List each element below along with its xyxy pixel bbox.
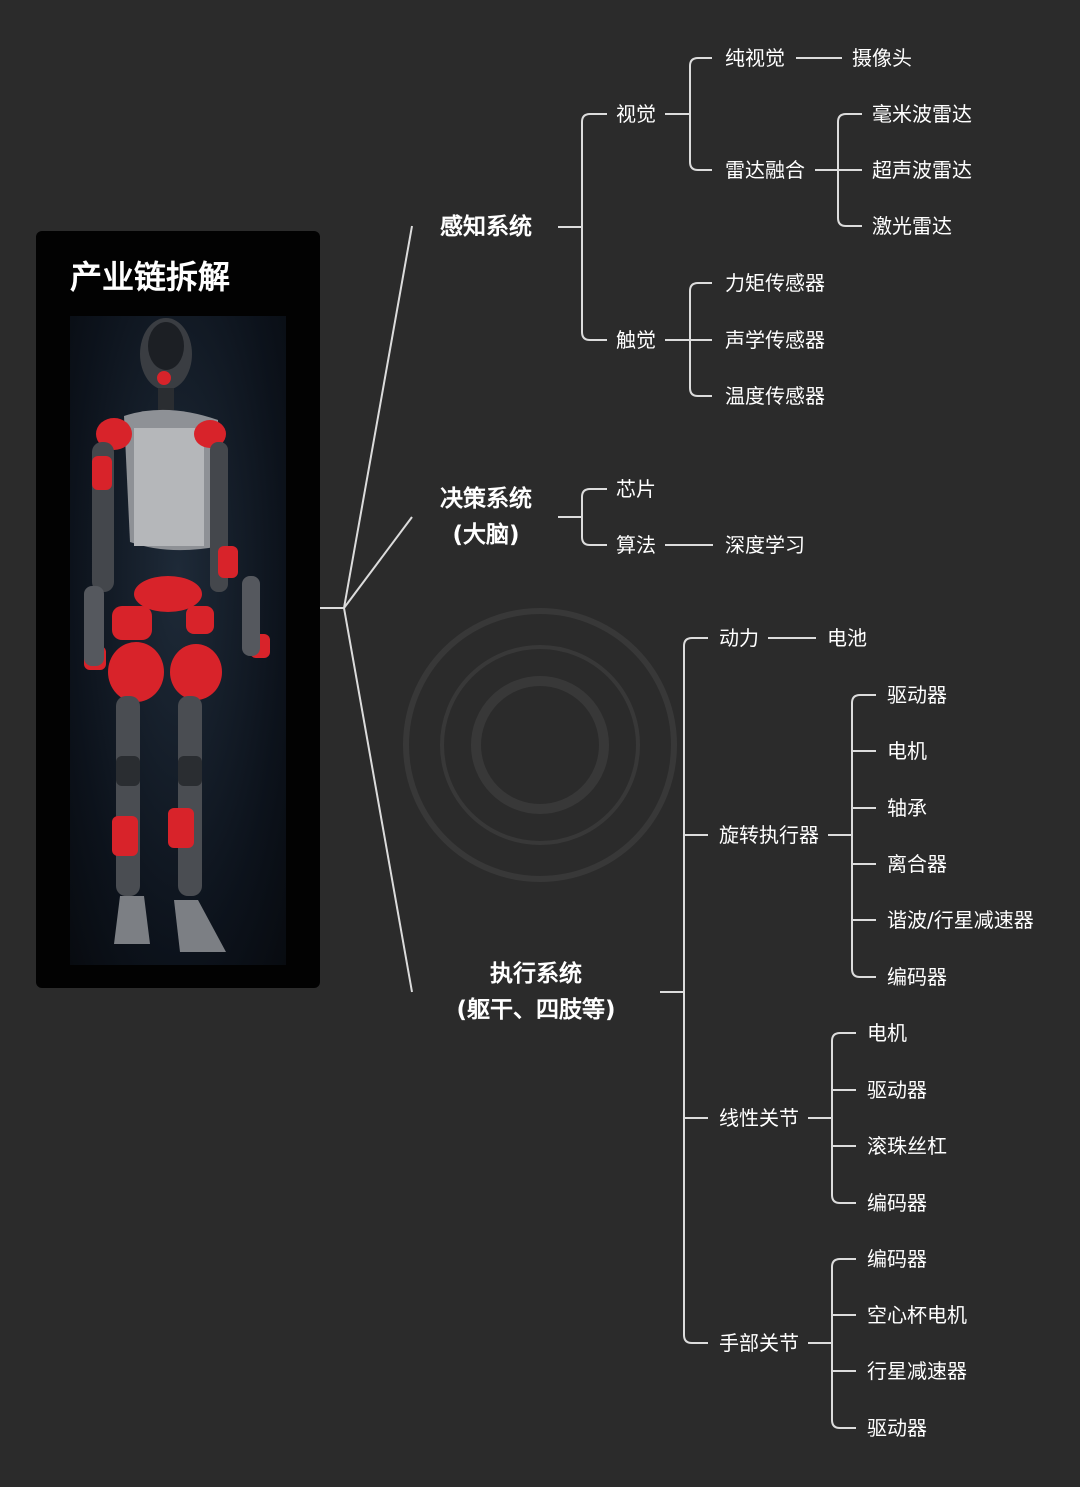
rotary-actuator-item: 轴承 bbox=[887, 796, 927, 820]
touch-sensor-item: 声学传感器 bbox=[725, 328, 825, 352]
battery-node: 电池 bbox=[827, 626, 867, 650]
execution-system-label: 执行系统 bbox=[490, 961, 582, 987]
decision-system-label: 决策系统 bbox=[440, 486, 532, 512]
rotary-actuator-item: 离合器 bbox=[887, 852, 947, 876]
linear-joint-item: 驱动器 bbox=[867, 1078, 927, 1102]
touch-sensor-item: 力矩传感器 bbox=[725, 271, 825, 295]
execution-system-node: 执行系统 (躯干、四肢等) bbox=[456, 956, 615, 1028]
deep-learning-node: 深度学习 bbox=[725, 533, 805, 557]
decision-system-sublabel: (大脑) bbox=[452, 522, 520, 548]
touch-sensor-item: 温度传感器 bbox=[725, 384, 825, 408]
radar-item: 超声波雷达 bbox=[872, 158, 972, 182]
decision-system-node: 决策系统 (大脑) bbox=[440, 481, 532, 553]
radar-fusion-node: 雷达融合 bbox=[725, 158, 805, 182]
watermark-stamp bbox=[403, 608, 677, 882]
pure-vision-node: 纯视觉 bbox=[725, 46, 785, 70]
linear-joint-node: 线性关节 bbox=[719, 1106, 799, 1130]
linear-joint-item: 电机 bbox=[867, 1021, 907, 1045]
power-node: 动力 bbox=[719, 626, 759, 650]
humanoid-robot-image bbox=[70, 316, 286, 965]
radar-item: 激光雷达 bbox=[872, 214, 952, 238]
linear-joint-item: 滚珠丝杠 bbox=[867, 1134, 947, 1158]
chip-node: 芯片 bbox=[616, 477, 656, 501]
hand-joint-item: 空心杯电机 bbox=[867, 1303, 967, 1327]
algorithm-node: 算法 bbox=[616, 533, 656, 557]
radar-item: 毫米波雷达 bbox=[872, 102, 972, 126]
robot-panel: 产业链拆解 bbox=[36, 231, 320, 988]
rotary-actuator-node: 旋转执行器 bbox=[719, 823, 819, 847]
hand-joint-item: 行星减速器 bbox=[867, 1359, 967, 1383]
camera-node: 摄像头 bbox=[852, 46, 912, 70]
rotary-actuator-item: 驱动器 bbox=[887, 683, 947, 707]
hand-joint-item: 驱动器 bbox=[867, 1416, 927, 1440]
touch-node: 触觉 bbox=[616, 328, 656, 352]
hand-joint-item: 编码器 bbox=[867, 1247, 927, 1271]
perception-system-node: 感知系统 bbox=[440, 209, 532, 245]
linear-joint-item: 编码器 bbox=[867, 1191, 927, 1215]
panel-title: 产业链拆解 bbox=[70, 258, 231, 296]
vision-node: 视觉 bbox=[616, 102, 656, 126]
rotary-actuator-item: 电机 bbox=[887, 739, 927, 763]
hand-joint-node: 手部关节 bbox=[719, 1331, 799, 1355]
rotary-actuator-item: 编码器 bbox=[887, 965, 947, 989]
execution-system-sublabel: (躯干、四肢等) bbox=[456, 997, 616, 1023]
rotary-actuator-item: 谐波/行星减速器 bbox=[887, 908, 1034, 932]
perception-system-label: 感知系统 bbox=[440, 214, 532, 240]
